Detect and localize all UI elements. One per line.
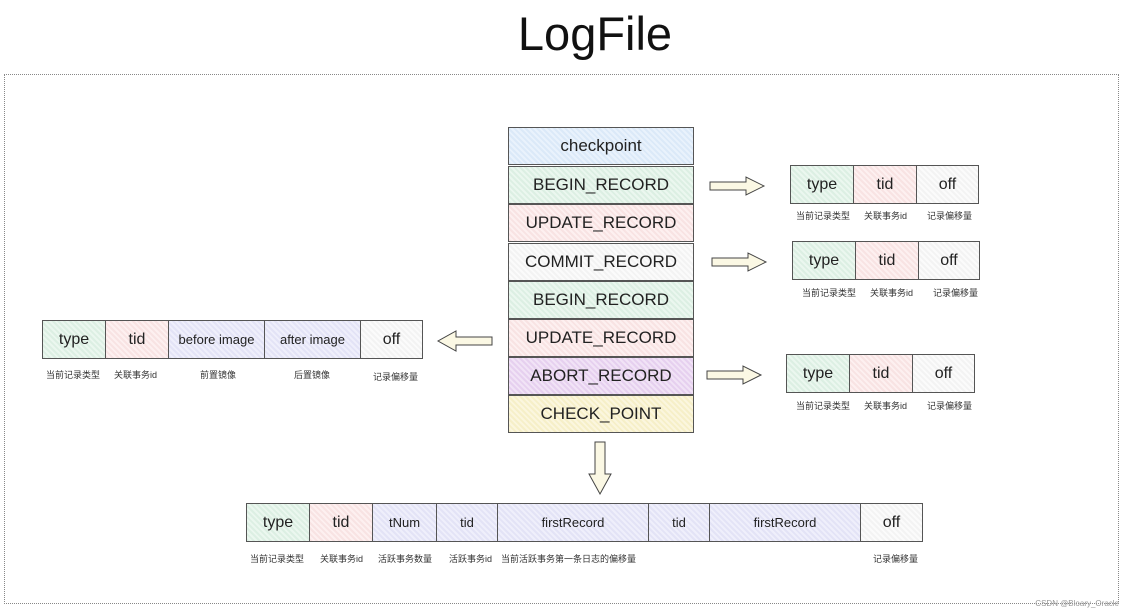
record-label-tnum: 活跃事务数量 bbox=[378, 554, 433, 564]
record-cell-tid: tid bbox=[105, 320, 169, 359]
record-cell-after-image: after image bbox=[264, 320, 361, 359]
record-label-tid: 关联事务id bbox=[870, 288, 914, 298]
record-cell-type: type bbox=[790, 165, 854, 204]
record-label-type: 当前记录类型 bbox=[802, 288, 857, 298]
record-label-type: 当前记录类型 bbox=[46, 370, 101, 380]
record-label-active-tid: 活跃事务id bbox=[449, 554, 493, 564]
record-cell-tid: tid bbox=[849, 354, 913, 393]
record-label-off: 记录偏移量 bbox=[927, 211, 973, 221]
right-arrow-icon bbox=[711, 252, 768, 272]
record-label-before-image: 前置镜像 bbox=[200, 370, 237, 380]
diagram-frame bbox=[4, 74, 1119, 604]
right-arrow-icon bbox=[706, 365, 763, 385]
record-cell-type: type bbox=[42, 320, 106, 359]
stack-item-begin-record: BEGIN_RECORD bbox=[508, 281, 694, 319]
record-label-first-record: 当前活跃事务第一条日志的偏移量 bbox=[501, 554, 637, 564]
stack-item-begin-record: BEGIN_RECORD bbox=[508, 166, 694, 204]
record-cell-tid: tid bbox=[436, 503, 498, 542]
record-cell-tid: tid bbox=[648, 503, 710, 542]
record-label-off: 记录偏移量 bbox=[927, 401, 973, 411]
record-cell-off: off bbox=[916, 165, 979, 204]
stack-item-abort-record: ABORT_RECORD bbox=[508, 357, 694, 395]
record-label-off: 记录偏移量 bbox=[373, 372, 419, 382]
stack-item-update-record: UPDATE_RECORD bbox=[508, 319, 694, 357]
record-cell-tid: tid bbox=[309, 503, 373, 542]
record-cell-off: off bbox=[912, 354, 975, 393]
stack-item-commit-record: COMMIT_RECORD bbox=[508, 243, 694, 281]
diagram-title: LogFile bbox=[517, 7, 673, 60]
record-label-after-image: 后置镜像 bbox=[294, 370, 331, 380]
watermark: CSDN @Bloary_Oracle bbox=[1035, 599, 1119, 608]
record-cell-tnum: tNum bbox=[372, 503, 437, 542]
stack-item-update-record: UPDATE_RECORD bbox=[508, 204, 694, 242]
record-label-type: 当前记录类型 bbox=[796, 401, 851, 411]
record-cell-off: off bbox=[360, 320, 423, 359]
record-cell-first-record: firstRecord bbox=[497, 503, 649, 542]
record-cell-first-record: firstRecord bbox=[709, 503, 861, 542]
record-cell-off: off bbox=[860, 503, 923, 542]
record-label-tid: 关联事务id bbox=[320, 554, 364, 564]
record-label-type: 当前记录类型 bbox=[250, 554, 305, 564]
record-cell-tid: tid bbox=[855, 241, 919, 280]
down-arrow-icon bbox=[588, 441, 612, 496]
record-label-off: 记录偏移量 bbox=[933, 288, 979, 298]
record-label-tid: 关联事务id bbox=[864, 401, 908, 411]
record-cell-off: off bbox=[918, 241, 980, 280]
stack-item-checkpoint: checkpoint bbox=[508, 127, 694, 165]
record-label-off: 记录偏移量 bbox=[873, 554, 919, 564]
left-arrow-icon bbox=[436, 330, 493, 352]
right-arrow-icon bbox=[709, 176, 766, 196]
record-cell-before-image: before image bbox=[168, 320, 265, 359]
record-cell-tid: tid bbox=[853, 165, 917, 204]
record-label-tid: 关联事务id bbox=[114, 370, 158, 380]
record-cell-type: type bbox=[246, 503, 310, 542]
record-label-tid: 关联事务id bbox=[864, 211, 908, 221]
record-cell-type: type bbox=[786, 354, 850, 393]
stack-item-check-point: CHECK_POINT bbox=[508, 395, 694, 433]
record-label-type: 当前记录类型 bbox=[796, 211, 851, 221]
record-cell-type: type bbox=[792, 241, 856, 280]
